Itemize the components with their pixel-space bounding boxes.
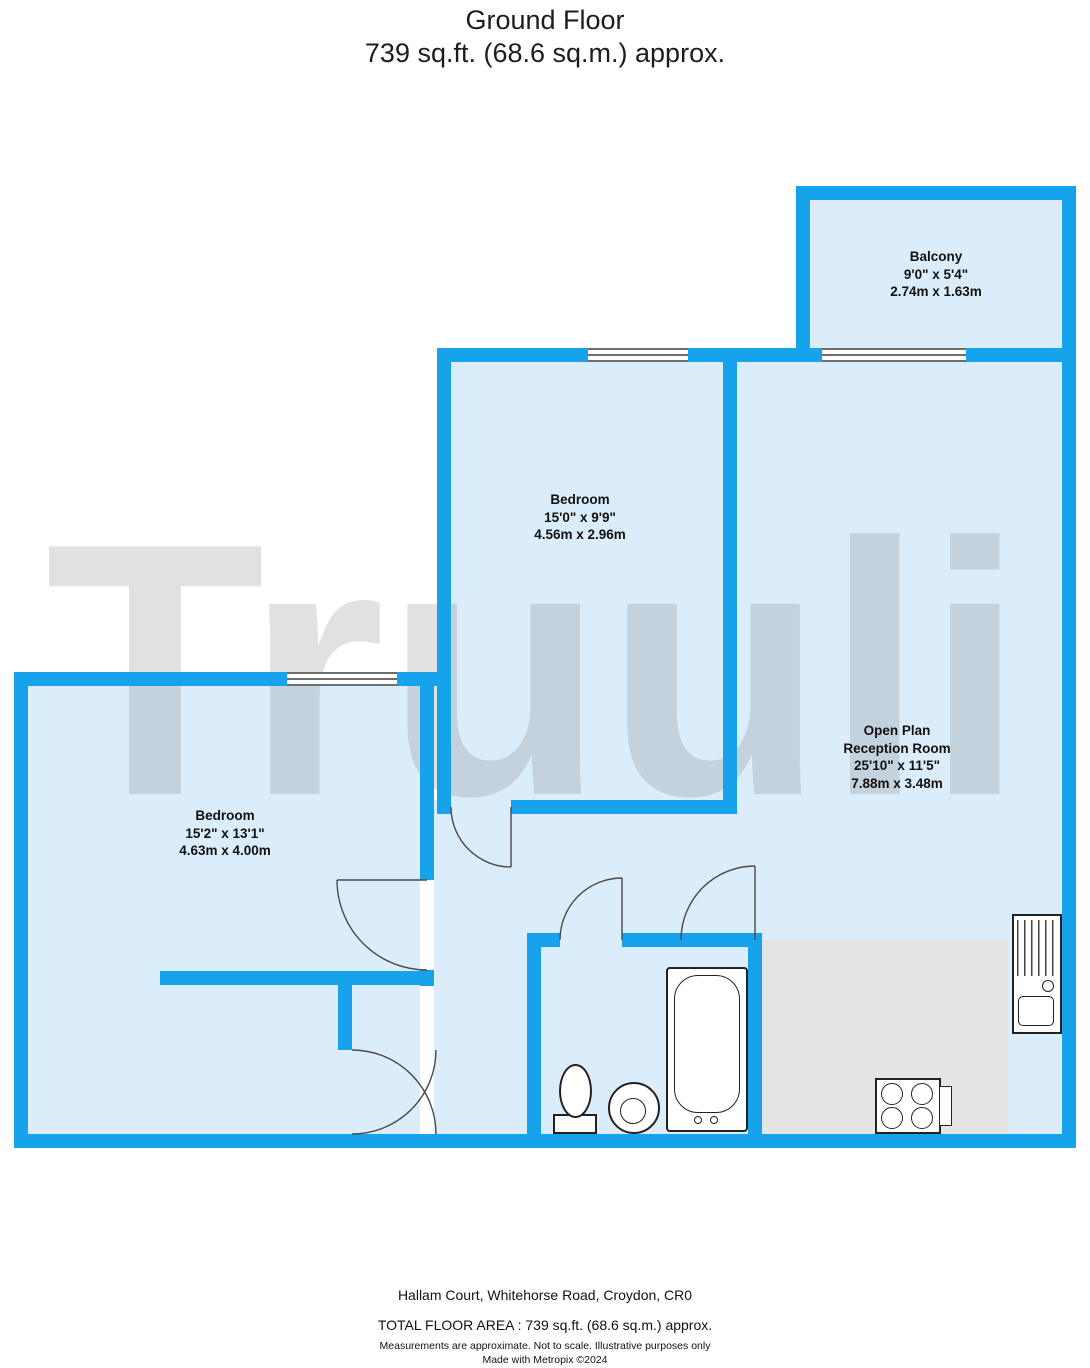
- room-label-bedroom-top: Bedroom 15'0" x 9'9" 4.56m x 2.96m: [470, 491, 690, 544]
- wall: [723, 362, 737, 814]
- wall: [14, 1134, 1076, 1148]
- wall: [688, 348, 737, 362]
- wall: [737, 348, 822, 362]
- disclaimer-line2: Made with Metropix ©2024: [482, 1353, 608, 1366]
- room-label-balcony: Balcony 9'0" x 5'4" 2.74m x 1.63m: [826, 248, 1046, 301]
- wall: [1062, 348, 1076, 1148]
- room-dims-imperial: 9'0" x 5'4": [903, 266, 969, 282]
- bathtub-icon: [666, 967, 748, 1132]
- wall: [437, 348, 588, 362]
- wall: [527, 947, 541, 1134]
- room-name: Balcony: [909, 249, 963, 264]
- wall: [511, 800, 723, 814]
- toilet-icon: [553, 1064, 597, 1134]
- wall: [796, 186, 810, 348]
- room-dims-metric: 4.63m x 4.00m: [179, 843, 271, 859]
- kitchen-sink-icon: [1012, 914, 1062, 1034]
- wall: [160, 971, 434, 985]
- total-floor-area: TOTAL FLOOR AREA : 739 sq.ft. (68.6 sq.m…: [377, 1317, 713, 1333]
- wall: [420, 686, 434, 880]
- room-name-line2: Reception Room: [843, 740, 951, 756]
- page-title: Ground Floor 739 sq.ft. (68.6 sq.m.) app…: [0, 4, 1090, 70]
- wall: [966, 348, 1076, 362]
- balcony-floor: [810, 200, 1062, 348]
- bedroom-left-floor: [28, 686, 420, 1134]
- wall: [796, 186, 1076, 200]
- room-label-reception: Open Plan Reception Room 25'10" x 11'5" …: [787, 722, 1007, 792]
- room-dims-metric: 4.56m x 2.96m: [534, 527, 626, 543]
- wall: [437, 348, 451, 814]
- room-dims-metric: 2.74m x 1.63m: [890, 284, 982, 300]
- wall: [14, 672, 28, 1148]
- wall: [338, 985, 352, 1050]
- disclaimer-line1: Measurements are approximate. Not to sca…: [379, 1340, 711, 1352]
- wall: [14, 672, 287, 686]
- title-floor: Ground Floor: [465, 5, 625, 35]
- room-label-bedroom-left: Bedroom 15'2" x 13'1" 4.63m x 4.00m: [115, 807, 335, 860]
- property-address: Hallam Court, Whitehorse Road, Croydon, …: [397, 1287, 693, 1303]
- wall: [1062, 186, 1076, 348]
- title-area: 739 sq.ft. (68.6 sq.m.) approx.: [364, 37, 726, 68]
- room-name: Bedroom: [195, 808, 255, 823]
- balcony-door-window: [822, 348, 966, 362]
- room-dims-metric: 7.88m x 3.48m: [851, 775, 943, 791]
- room-dims-imperial: 15'0" x 9'9": [544, 509, 616, 525]
- wall: [397, 672, 437, 686]
- wall: [748, 933, 762, 1134]
- hob-icon: [875, 1078, 954, 1134]
- window: [287, 672, 397, 686]
- wall: [527, 933, 560, 947]
- room-name: Open Plan: [863, 723, 931, 738]
- footer: Hallam Court, Whitehorse Road, Croydon, …: [0, 1287, 1090, 1367]
- basin-icon: [608, 1082, 660, 1134]
- bedroom-top-floor: [451, 362, 723, 814]
- window: [588, 348, 688, 362]
- room-dims-imperial: 15'2" x 13'1": [185, 825, 265, 841]
- room-name: Bedroom: [550, 492, 610, 507]
- wall: [622, 933, 748, 947]
- room-dims-imperial: 25'10" x 11'5": [853, 758, 941, 774]
